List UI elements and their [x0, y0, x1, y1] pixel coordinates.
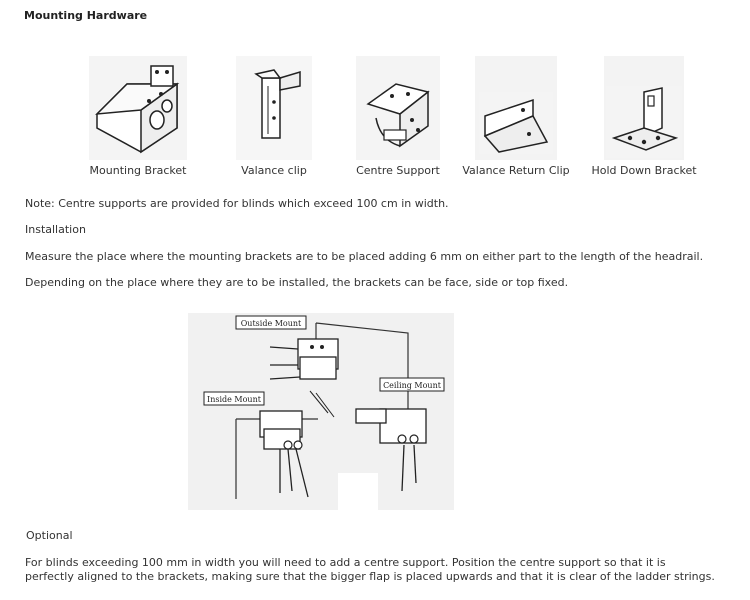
mount-diagram-image: Outside Mount Inside Mount Ceiling Mount	[188, 313, 454, 510]
page-title: Mounting Hardware	[24, 9, 148, 22]
ceiling-mount-label: Ceiling Mount	[383, 381, 442, 390]
hardware-label: Hold Down Bracket	[591, 164, 697, 177]
hardware-item-centre-support: Centre Support	[338, 56, 458, 177]
installation-paragraph-2: Depending on the place where they are to…	[25, 276, 569, 289]
installation-paragraph-1: Measure the place where the mounting bra…	[25, 250, 704, 263]
hardware-label: Valance Return Clip	[462, 164, 570, 177]
hardware-label: Mounting Bracket	[89, 164, 187, 177]
note-text: Note: Centre supports are provided for b…	[25, 197, 449, 210]
optional-heading: Optional	[26, 529, 73, 542]
valance-return-clip-image	[475, 56, 557, 160]
hardware-item-mounting-bracket: Mounting Bracket	[78, 56, 198, 177]
installation-heading: Installation	[25, 223, 86, 236]
optional-line-2: perfectly aligned to the brackets, makin…	[25, 570, 715, 583]
centre-support-image	[356, 56, 440, 160]
hardware-item-hold-down-bracket: Hold Down Bracket	[584, 56, 704, 177]
mounting-bracket-image	[89, 56, 187, 160]
valance-clip-image	[236, 56, 312, 160]
optional-line-1: For blinds exceeding 100 mm in width you…	[25, 556, 666, 569]
hold-down-bracket-image	[604, 56, 684, 160]
hardware-item-valance-clip: Valance clip	[214, 56, 334, 177]
hardware-label: Centre Support	[356, 164, 440, 177]
hardware-item-valance-return-clip: Valance Return Clip	[456, 56, 576, 177]
outside-mount-label: Outside Mount	[241, 319, 302, 328]
inside-mount-label: Inside Mount	[207, 395, 262, 404]
hardware-label: Valance clip	[241, 164, 307, 177]
